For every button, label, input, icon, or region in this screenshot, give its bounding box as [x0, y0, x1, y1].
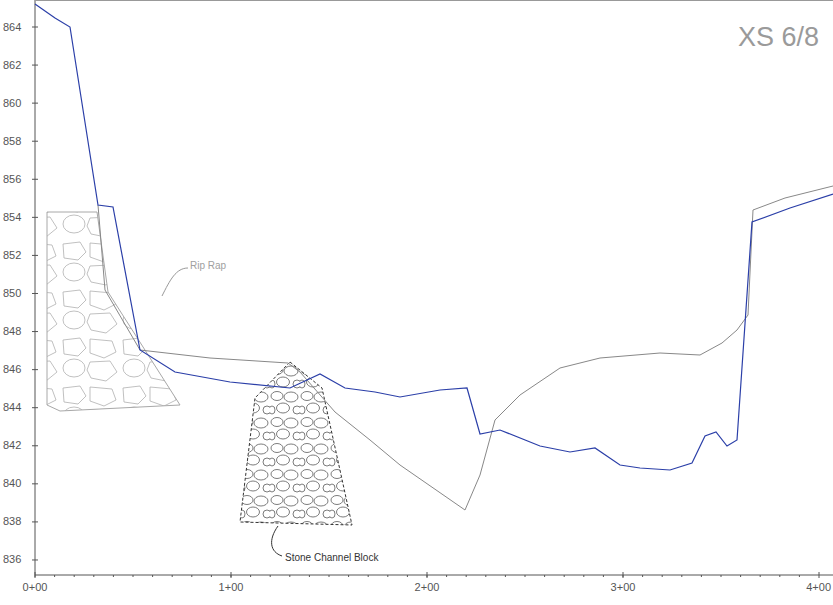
elevation-label: 858 — [3, 136, 21, 147]
elevation-label: 864 — [3, 22, 21, 33]
axis-tick — [505, 575, 506, 577]
axis-tick — [289, 575, 290, 577]
stone-channel-block — [240, 362, 352, 525]
axis-tick — [32, 445, 38, 446]
axis-tick — [583, 575, 584, 577]
axis-tick — [427, 575, 428, 577]
axis-tick — [623, 575, 624, 577]
axis-tick — [544, 575, 545, 577]
axis-tick — [779, 575, 780, 577]
axis-tick — [603, 575, 604, 577]
axis-tick — [32, 369, 38, 370]
axis-tick — [32, 559, 38, 560]
axis-tick — [819, 572, 820, 578]
axis-tick — [407, 575, 408, 577]
rip-rap-label: Rip Rap — [190, 261, 226, 271]
rip-rap — [47, 212, 180, 411]
axis-tick — [32, 141, 38, 142]
axis-tick — [32, 179, 38, 180]
axis-tick — [387, 575, 388, 577]
axis-tick — [329, 575, 330, 577]
axis-tick — [525, 575, 526, 577]
axis-tick — [231, 575, 232, 577]
station-label: 0+00 — [23, 582, 48, 593]
axis-tick — [721, 575, 722, 577]
axis-tick — [172, 575, 173, 577]
axis-tick — [32, 65, 38, 66]
axis-tick — [368, 575, 369, 577]
station-label: 4+00 — [806, 582, 831, 593]
elevation-label: 846 — [3, 364, 21, 375]
axis-tick — [564, 575, 565, 577]
elevation-label: 848 — [3, 326, 21, 337]
leader-line — [272, 526, 282, 556]
axis-tick — [309, 575, 310, 577]
axis-tick — [270, 575, 271, 577]
axis-tick — [35, 575, 36, 577]
axis-tick — [231, 572, 232, 578]
leader-line — [162, 268, 188, 296]
axis-tick — [93, 575, 94, 577]
elevation-label: 842 — [3, 440, 21, 451]
elevation-label: 856 — [3, 174, 21, 185]
axis-tick — [211, 575, 212, 577]
axis-tick — [113, 575, 114, 577]
axis-tick — [623, 572, 624, 578]
station-label: 1+00 — [219, 582, 244, 593]
axis-tick — [250, 575, 251, 577]
axis-tick — [681, 575, 682, 577]
axis-tick — [427, 572, 428, 578]
elevation-label: 854 — [3, 212, 21, 223]
station-label: 2+00 — [415, 582, 440, 593]
elevation-label: 852 — [3, 250, 21, 261]
axis-tick — [152, 575, 153, 577]
axis-tick — [446, 575, 447, 577]
elevation-label: 838 — [3, 516, 21, 527]
elevation-label: 836 — [3, 554, 21, 565]
axis-tick — [32, 293, 38, 294]
axis-tick — [701, 575, 702, 577]
station-label: 3+00 — [611, 582, 636, 593]
axis-tick — [191, 575, 192, 577]
section-title: XS 6/8 — [738, 24, 819, 51]
axis-tick — [133, 575, 134, 577]
axis-tick — [32, 27, 38, 28]
axis-tick — [32, 255, 38, 256]
proposed-grade — [98, 186, 833, 510]
stone-channel-block-label: Stone Channel Block — [285, 553, 378, 563]
axis-tick — [662, 575, 663, 577]
elevation-label: 844 — [3, 402, 21, 413]
axis-tick — [32, 521, 38, 522]
elevation-label: 862 — [3, 60, 21, 71]
existing-grade — [35, 4, 833, 470]
axis-tick — [32, 407, 38, 408]
axis-tick — [760, 575, 761, 577]
axis-tick — [466, 575, 467, 577]
axis-tick — [32, 103, 38, 104]
axis-tick — [348, 575, 349, 577]
elevation-label: 850 — [3, 288, 21, 299]
axis-tick — [54, 575, 55, 577]
axis-tick — [642, 575, 643, 577]
axis-tick — [740, 575, 741, 577]
axis-tick — [799, 575, 800, 577]
axis-tick — [74, 575, 75, 577]
elevation-label: 840 — [3, 478, 21, 489]
axis-tick — [32, 483, 38, 484]
axis-tick — [32, 217, 38, 218]
axis-tick — [32, 331, 38, 332]
elevation-label: 860 — [3, 98, 21, 109]
axis-tick — [35, 572, 36, 578]
axis-tick — [485, 575, 486, 577]
